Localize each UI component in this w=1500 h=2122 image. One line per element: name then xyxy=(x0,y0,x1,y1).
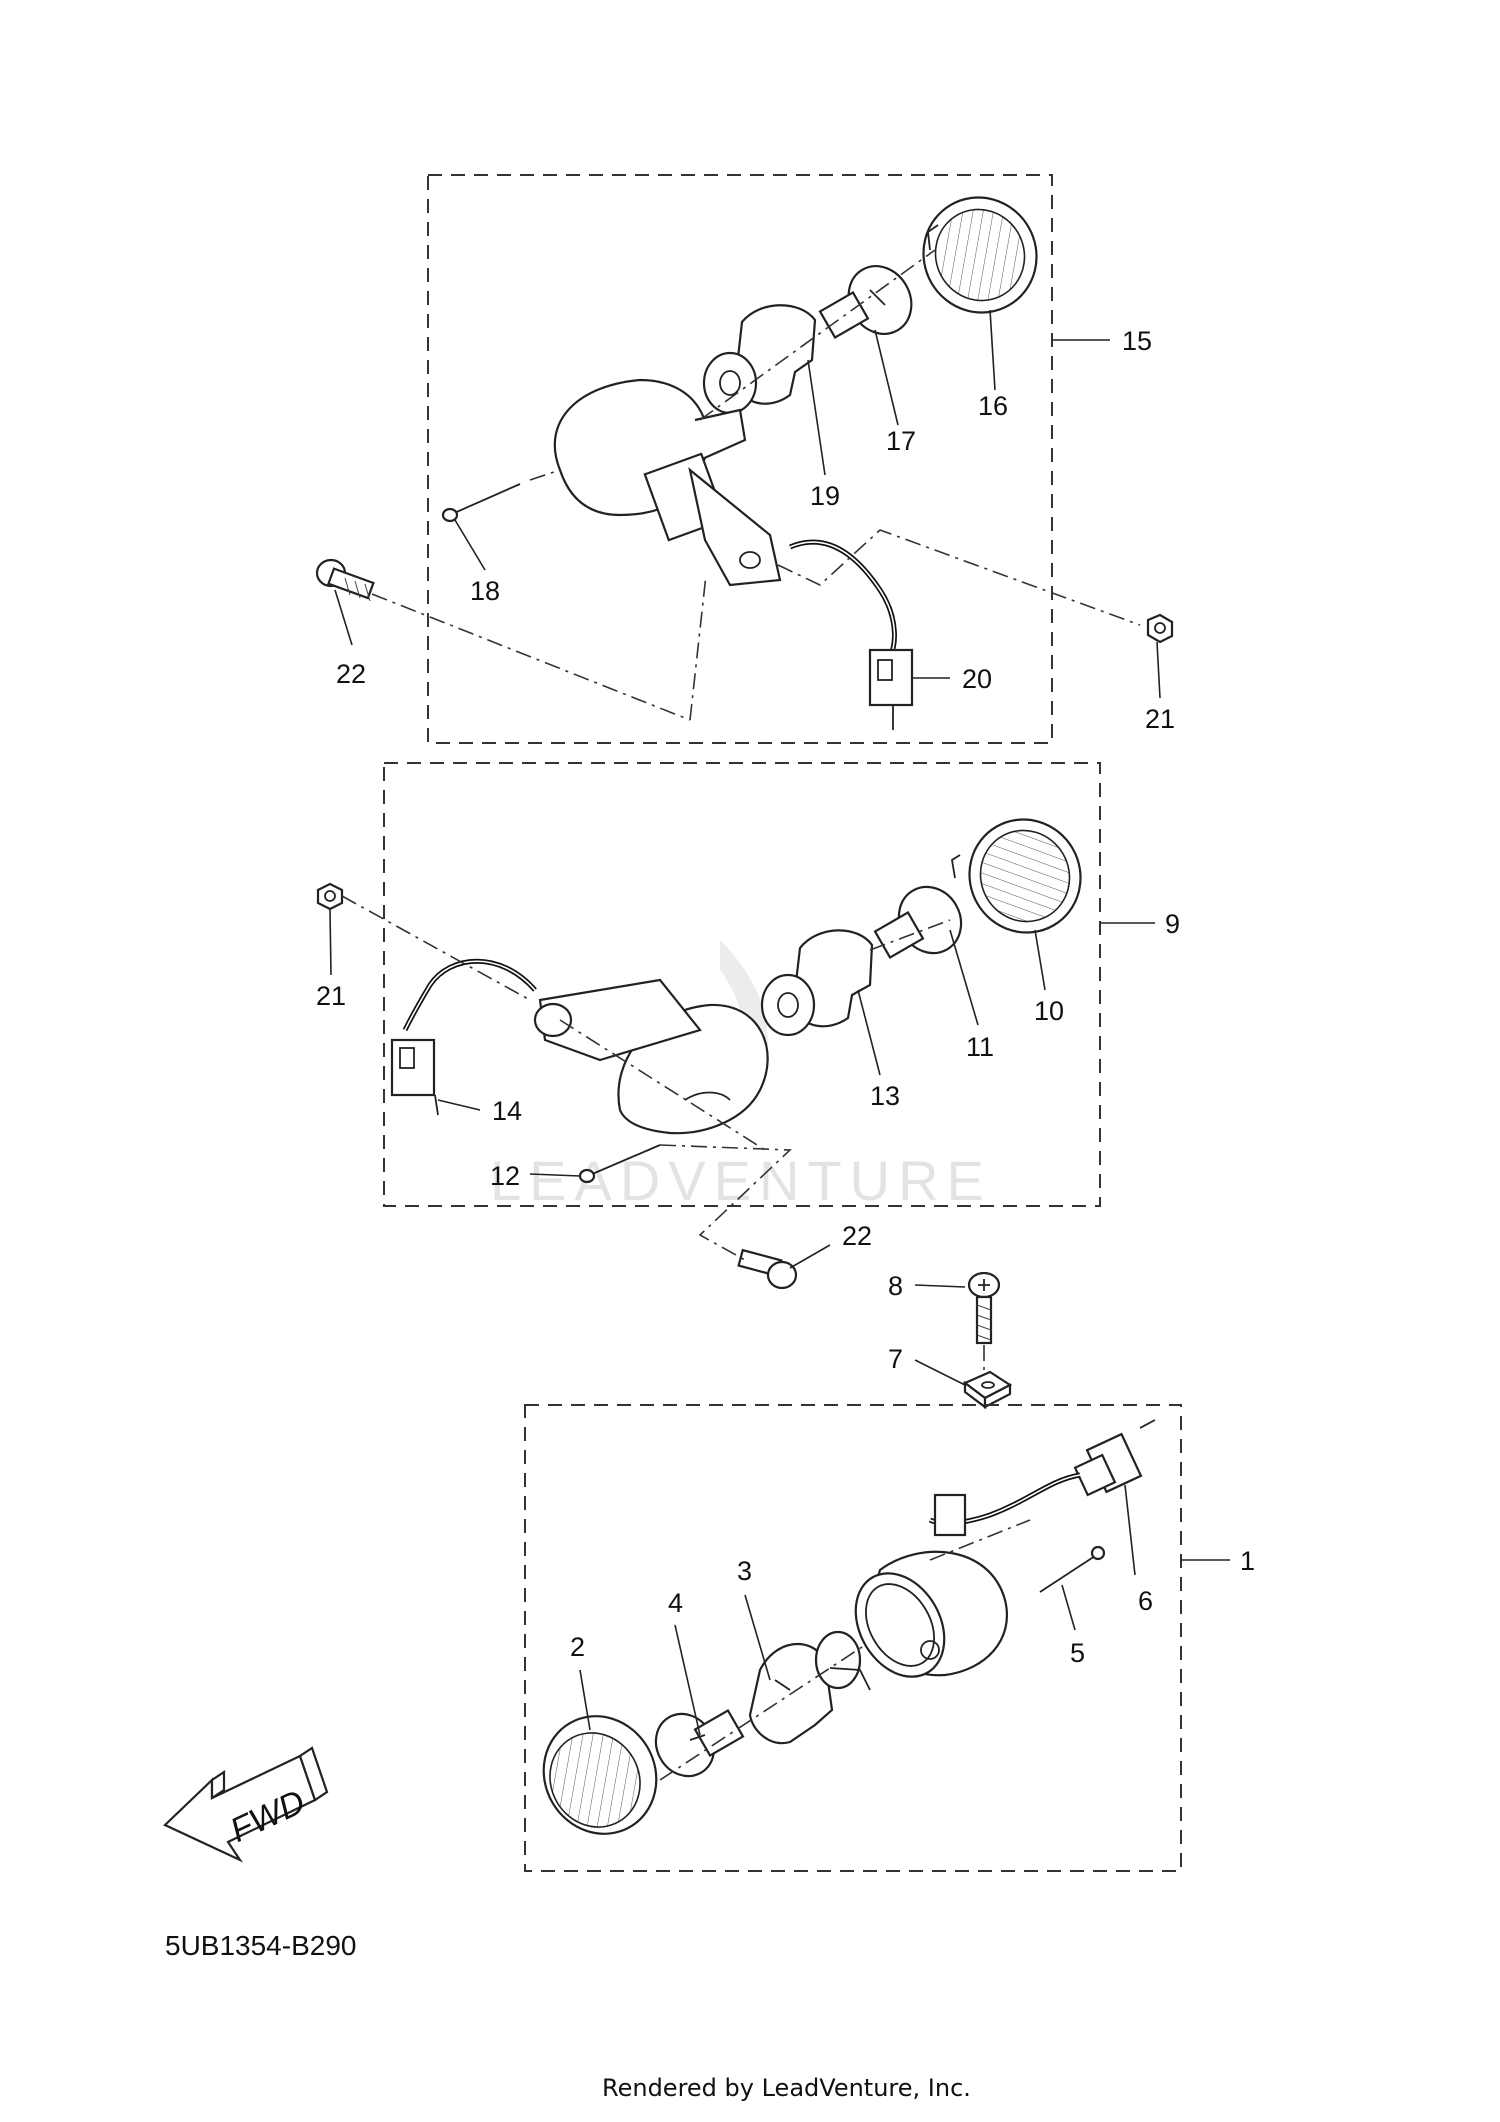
turn-signal-housing-top xyxy=(553,378,782,587)
callout-17: 17 xyxy=(886,426,916,456)
socket-3 xyxy=(748,1630,871,1745)
callout-21-right: 21 xyxy=(1145,704,1175,734)
callout-13: 13 xyxy=(870,1081,900,1111)
diagram-code: 5UB1354-B290 xyxy=(165,1930,356,1961)
connector-6 xyxy=(1073,1419,1156,1497)
turn-signal-housing-bottom xyxy=(854,1493,1008,1678)
screw-5 xyxy=(1039,1545,1106,1593)
callout-19: 19 xyxy=(810,481,840,511)
screw-18 xyxy=(441,483,521,523)
callout-12: 12 xyxy=(490,1161,520,1191)
leader-lines xyxy=(329,309,1230,1736)
callout-22-top: 22 xyxy=(336,659,366,689)
callout-2: 2 xyxy=(570,1632,585,1662)
callout-9: 9 xyxy=(1165,909,1180,939)
bulb-17 xyxy=(818,265,913,339)
callout-15: 15 xyxy=(1122,326,1152,356)
bolt-22-top xyxy=(315,558,375,602)
assembly-box-1 xyxy=(524,1404,1182,1872)
connector-20 xyxy=(868,648,914,730)
socket-13 xyxy=(760,929,874,1037)
callout-18: 18 xyxy=(470,576,500,606)
watermark-text: LEADVENTURE xyxy=(490,1149,992,1212)
assembly-box-15 xyxy=(427,174,1053,744)
callout-22-middle: 22 xyxy=(842,1221,872,1251)
callout-11: 11 xyxy=(966,1032,994,1062)
callout-21-left: 21 xyxy=(316,981,346,1011)
callout-16: 16 xyxy=(978,391,1008,421)
screw-8 xyxy=(967,1271,1001,1345)
assembly-box-9 xyxy=(383,762,1101,1207)
bulb-4 xyxy=(654,1709,745,1778)
callout-3: 3 xyxy=(737,1556,752,1586)
socket-19 xyxy=(702,304,817,415)
callout-8: 8 xyxy=(888,1271,903,1301)
nut-21-right xyxy=(1146,613,1174,644)
nut-21-left xyxy=(316,882,344,911)
callout-6: 6 xyxy=(1138,1586,1153,1616)
footer-text: Rendered by LeadVenture, Inc. xyxy=(602,2074,971,2102)
washer-7 xyxy=(962,1370,1013,1410)
callout-14: 14 xyxy=(492,1096,522,1126)
lens-2 xyxy=(542,1715,658,1835)
connector-14 xyxy=(390,1038,439,1116)
bolt-22-middle xyxy=(737,1248,798,1290)
callout-10: 10 xyxy=(1034,996,1064,1026)
fwd-arrow-icon: FWD xyxy=(163,1746,329,1863)
callout-5: 5 xyxy=(1070,1638,1085,1668)
callout-1: 1 xyxy=(1240,1546,1255,1576)
lens-10 xyxy=(951,818,1082,934)
turn-signal-housing-middle xyxy=(533,978,769,1135)
callout-20: 20 xyxy=(962,664,992,694)
lens-16 xyxy=(922,196,1038,314)
wire-20 xyxy=(789,539,897,657)
bulb-11 xyxy=(873,885,963,959)
callout-7: 7 xyxy=(888,1344,903,1374)
callout-4: 4 xyxy=(668,1588,683,1618)
